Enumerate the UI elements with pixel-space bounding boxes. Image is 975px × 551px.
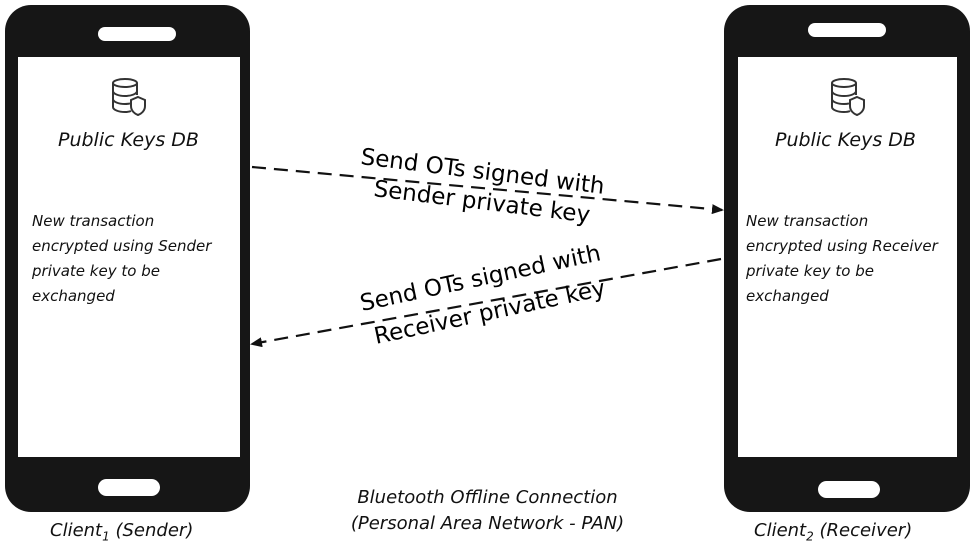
receiver-caption: Client2 (Receiver) — [754, 520, 912, 544]
connection-line-2: (Personal Area Network - PAN) — [350, 513, 625, 534]
receiver-phone: Public Keys DB New transaction encrypted… — [724, 5, 970, 512]
receiver-speaker — [808, 23, 886, 37]
connection-caption: Bluetooth Offline Connection (Personal A… — [300, 485, 675, 537]
sender-caption-suffix: (Sender) — [109, 520, 194, 541]
receiver-caption-sub: 2 — [806, 529, 814, 544]
database-shield-icon — [831, 78, 865, 117]
sender-screen: Public Keys DB New transaction encrypted… — [18, 57, 240, 457]
receiver-home-button — [818, 481, 880, 498]
receiver-caption-suffix: (Receiver) — [813, 520, 913, 541]
sender-note: New transaction encrypted using Sender p… — [32, 212, 212, 305]
database-shield-icon — [112, 78, 146, 117]
receiver-db-title: Public Keys DB — [775, 129, 916, 151]
sender-db-title: Public Keys DB — [58, 129, 199, 151]
sender-home-button — [98, 479, 160, 496]
receiver-screen: Public Keys DB New transaction encrypted… — [738, 57, 957, 457]
connection-line-1: Bluetooth Offline Connection — [357, 487, 618, 508]
receiver-note: New transaction encrypted using Receiver… — [746, 212, 938, 305]
receiver-caption-prefix: Client — [754, 520, 807, 541]
arrow-to-sender — [250, 257, 722, 348]
sender-caption-sub: 1 — [102, 529, 110, 544]
arrow-to-receiver — [251, 165, 724, 215]
sender-caption-prefix: Client — [50, 520, 103, 541]
sender-phone: Public Keys DB New transaction encrypted… — [5, 5, 250, 512]
sender-caption: Client1 (Sender) — [50, 520, 193, 544]
sender-speaker — [98, 27, 176, 41]
